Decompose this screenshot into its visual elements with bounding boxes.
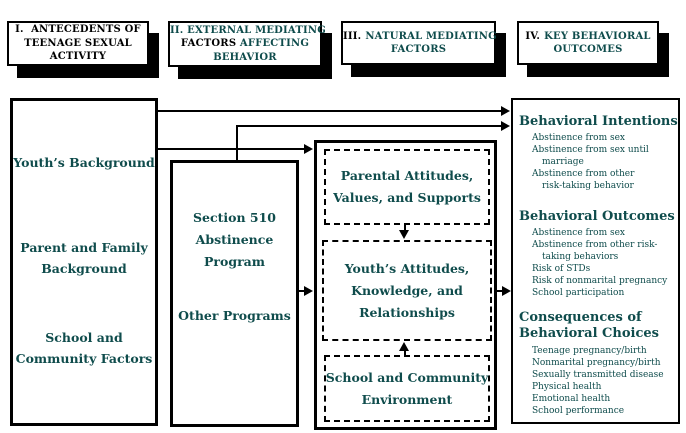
header-line: ACTIVITY	[49, 51, 107, 63]
arrow-antecedents-to-natural-line	[158, 148, 305, 150]
label-line: School and	[45, 330, 123, 345]
header-line: I. ANTECEDENTS OF	[15, 24, 141, 36]
box-school-community-environment: School and Community Environment	[324, 355, 490, 422]
label-other-programs: Other Programs	[178, 308, 291, 323]
outcome-item-line: School performance	[532, 406, 625, 416]
label-line: Section 510	[193, 210, 276, 225]
outcome-item-line: Risk of STDs	[532, 264, 591, 274]
header-word: KEY BEHAVIORAL	[544, 30, 651, 42]
arrow-programs-to-outcomes-head	[501, 121, 510, 131]
section-heading: Behavioral Intentions	[519, 114, 678, 129]
header-word-black: FACTORS	[180, 38, 237, 50]
label-line: Background	[41, 261, 127, 276]
arrow-programs-to-outcomes-line	[236, 125, 502, 127]
arrow-antecedents-to-natural-head	[304, 144, 313, 154]
outcome-item-line: Teenage pregnancy/birth	[532, 346, 647, 356]
header-word: AFFECTING	[236, 38, 310, 50]
section-behavioral-intentions: Behavioral Intentions Abstinence from se…	[519, 113, 678, 192]
arrow-programs-to-natural-line	[297, 290, 306, 292]
outcome-item-line: Abstinence from other	[532, 169, 635, 179]
header-line: OUTCOMES	[553, 44, 623, 55]
header-line: III.NATURAL MEDIATING	[343, 30, 497, 44]
header-line: IV.KEY BEHAVIORAL	[519, 30, 657, 44]
outcome-item-line: Sexually transmitted disease	[532, 370, 664, 380]
outcome-item-line: Abstinence from sex	[532, 133, 625, 143]
label-line: Youth’s Attitudes,	[344, 260, 470, 276]
header-line: BEHAVIOR	[213, 51, 277, 63]
header-external-mediating: II. EXTERNAL MEDIATING FACTORS AFFECTING…	[168, 21, 326, 67]
box-youths-attitudes: Youth’s Attitudes, Knowledge, and Relati…	[322, 240, 492, 341]
header-line: FACTORS AFFECTING	[170, 37, 320, 51]
arrow-parental-to-youth-line	[404, 224, 406, 232]
header-numeral: IV.	[525, 30, 541, 42]
label-parent-family-background: Parent and Family Background	[13, 237, 155, 279]
outcome-item-line: marriage	[542, 157, 584, 167]
label-line: Knowledge, and	[351, 282, 463, 298]
arrow-programs-to-natural-head	[304, 286, 313, 296]
label-youths-background: Youth’s Background	[13, 155, 155, 170]
label-line: Values, and Supports	[333, 190, 481, 205]
box-behavioral-outcomes: Behavioral Intentions Abstinence from se…	[511, 98, 680, 424]
outcome-item-line: Abstinence from other risk-	[532, 240, 658, 250]
arrow-school-to-youth-line	[404, 349, 406, 356]
section-heading: Consequences of	[519, 310, 642, 325]
arrow-antecedents-to-outcomes-line	[158, 110, 502, 112]
outcomes-content: Behavioral Intentions Abstinence from se…	[513, 100, 678, 417]
arrow-antecedents-to-outcomes-head	[501, 106, 510, 116]
header-line: FACTORS	[390, 44, 447, 55]
label-line: Relationships	[359, 304, 455, 320]
outcome-item-line: Abstinence from sex until	[532, 145, 649, 155]
outcome-item-line: Risk of nonmarital pregnancy	[532, 276, 668, 286]
label-line: Parental Attitudes,	[340, 168, 474, 183]
arrow-parental-to-youth-head	[399, 230, 409, 239]
outcome-item-line: Emotional health	[532, 394, 611, 404]
section-consequences: Consequences of Behavioral Choices Teena…	[519, 310, 675, 417]
arrow-natural-to-outcomes-head	[502, 286, 511, 296]
box-programs: Section 510 Abstinence Program Other Pro…	[170, 160, 299, 427]
outcome-item-line: Abstinence from sex	[532, 228, 625, 238]
header-line: II. EXTERNAL MEDIATING	[170, 24, 326, 36]
label-section-510-abstinence-program: Section 510 Abstinence Program	[173, 207, 296, 273]
label-line: Program	[204, 254, 265, 269]
outcome-item-line: taking behaviors	[542, 252, 619, 262]
section-heading: Behavioral Outcomes	[519, 209, 675, 224]
label-school-community-factors: School and Community Factors	[13, 327, 155, 369]
label-line: Community Factors	[15, 351, 153, 366]
section-heading: Behavioral Choices	[519, 326, 659, 341]
label-line: School and Community	[325, 369, 489, 385]
outcome-item-line: risk-taking behavior	[542, 181, 634, 191]
header-word: NATURAL MEDIATING	[365, 30, 497, 42]
arrow-programs-to-outcomes-riser	[236, 125, 238, 161]
label-line: Abstinence	[195, 232, 274, 247]
box-parental-attitudes: Parental Attitudes, Values, and Supports	[324, 149, 490, 225]
arrow-natural-to-outcomes-line	[496, 290, 504, 292]
box-antecedents: Youth’s Background Parent and Family Bac…	[10, 98, 158, 426]
header-key-behavioral-outcomes: IV.KEY BEHAVIORAL OUTCOMES	[517, 21, 659, 65]
label-line: Parent and Family	[20, 240, 148, 255]
outcome-item-line: School participation	[532, 288, 625, 298]
header-antecedents: I. ANTECEDENTS OF TEENAGE SEXUAL ACTIVIT…	[7, 21, 149, 66]
label-line: Environment	[361, 391, 453, 407]
outcome-item-line: Nonmarital pregnancy/birth	[532, 358, 661, 368]
header-line: TEENAGE SEXUAL	[24, 37, 132, 49]
header-numeral: III.	[343, 30, 362, 42]
outcome-item-line: Physical health	[532, 382, 602, 392]
box-natural-mediating: Parental Attitudes, Values, and Supports…	[314, 140, 497, 430]
header-natural-mediating: III.NATURAL MEDIATING FACTORS	[341, 21, 497, 65]
arrow-school-to-youth-head	[399, 342, 409, 351]
